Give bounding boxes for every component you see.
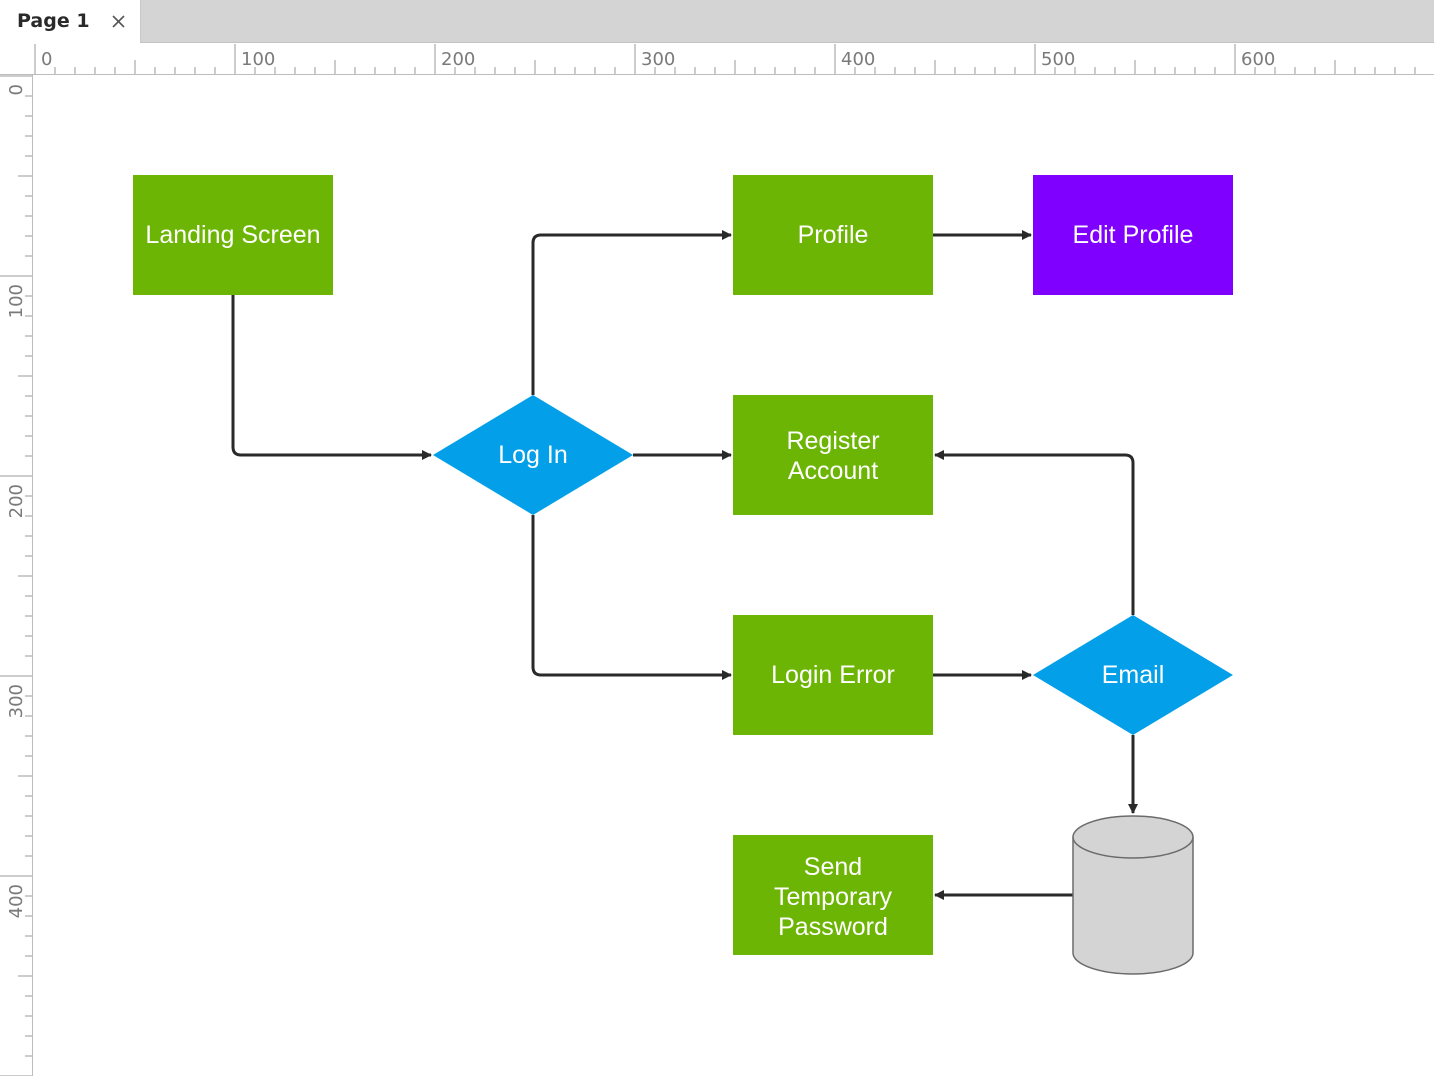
node-label: Edit Profile (1073, 221, 1194, 249)
ruler-label: 300 (6, 684, 27, 718)
ruler-ticks (34, 44, 1416, 74)
edge-email-to-register[interactable] (934, 450, 1135, 615)
horizontal-ruler[interactable]: 0 100 200 300 400 500 600 (0, 43, 1434, 75)
ruler-label: 100 (6, 284, 27, 318)
edge-login-to-profile[interactable] (531, 230, 732, 395)
node-label: Log In (498, 441, 568, 469)
ruler-labels: 0 100 200 300 400 (6, 84, 27, 918)
node-label: Login Error (771, 661, 895, 689)
node-edit-profile[interactable]: Edit Profile (1033, 175, 1233, 295)
tab-bar: Page 1 (0, 0, 1434, 43)
node-label: Account (788, 457, 878, 485)
node-log-in[interactable]: Log In (433, 395, 633, 515)
ruler-label: 600 (1241, 49, 1275, 70)
ruler-label: 400 (841, 49, 875, 70)
ruler-label: 100 (241, 49, 275, 70)
ruler-label: 200 (6, 484, 27, 518)
node-email[interactable]: Email (1033, 615, 1233, 735)
node-label: Temporary (774, 883, 893, 911)
node-login-error[interactable]: Login Error (733, 615, 933, 735)
ruler-label: 300 (641, 49, 675, 70)
node-profile[interactable]: Profile (733, 175, 933, 295)
node-landing-screen[interactable]: Landing Screen (133, 175, 333, 295)
close-icon[interactable] (110, 13, 127, 30)
node-label: Email (1102, 661, 1165, 689)
connectors (231, 230, 1138, 900)
node-database-cylinder[interactable] (1072, 815, 1194, 975)
diagram-canvas[interactable]: Landing Screen Log In Profile Edit Profi… (33, 75, 1434, 1076)
tab-page-1[interactable]: Page 1 (0, 0, 141, 43)
vertical-ruler[interactable]: 0 100 200 300 400 (0, 75, 33, 1076)
ruler-label: 0 (6, 84, 27, 95)
node-label: Password (778, 913, 888, 941)
tab-label: Page 1 (17, 10, 90, 32)
node-send-temporary-password[interactable]: Send Temporary Password (733, 835, 933, 955)
edge-landing-to-login[interactable] (231, 295, 432, 460)
ruler-label: 500 (1041, 49, 1075, 70)
node-label: Profile (798, 221, 869, 249)
ruler-labels: 0 100 200 300 400 500 600 (41, 49, 1275, 70)
ruler-ticks (0, 75, 32, 1076)
node-register-account[interactable]: Register Account (733, 395, 933, 515)
ruler-label: 0 (41, 49, 52, 70)
node-label: Send (804, 853, 862, 881)
ruler-label: 400 (6, 884, 27, 918)
ruler-label: 200 (441, 49, 475, 70)
flowchart: Landing Screen Log In Profile Edit Profi… (133, 175, 1233, 975)
node-label: Landing Screen (145, 221, 320, 249)
node-label: Register (786, 427, 879, 455)
edge-login-to-login-error[interactable] (531, 515, 732, 680)
